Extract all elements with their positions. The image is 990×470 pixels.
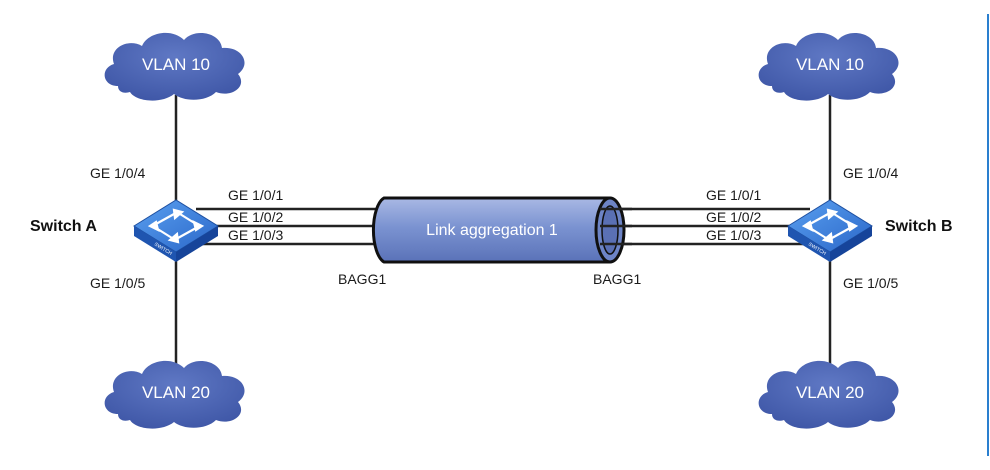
switch-b-bagg-label: BAGG1 [593,271,641,287]
cloud-b-vlan20-label: VLAN 20 [796,383,864,402]
cloud-a-vlan20-label: VLAN 20 [142,383,210,402]
cloud-b-vlan10: VLAN 10 [758,32,899,101]
cloud-a-vlan10-label: VLAN 10 [142,55,210,74]
cloud-a-vlan10: VLAN 10 [104,32,245,101]
cloud-b-vlan20: VLAN 20 [758,360,899,429]
switch-a-agg-port-1: GE 1/0/1 [228,187,283,203]
switch-a-agg-port-2: GE 1/0/2 [228,209,283,225]
cloud-b-vlan10-label: VLAN 10 [796,55,864,74]
switch-a-bagg-label: BAGG1 [338,271,386,287]
switch-b-port-vlan10: GE 1/0/4 [843,165,898,181]
switch-b-icon: SWITCH [787,199,873,262]
switch-b-port-vlan20: GE 1/0/5 [843,275,898,291]
link-aggregation-tube: Link aggregation 1 [371,196,632,264]
switch-a-agg-port-3: GE 1/0/3 [228,227,283,243]
link-aggregation-label: Link aggregation 1 [426,222,558,239]
switch-a-icon: SWITCH [133,199,219,262]
switch-b-agg-port-1: GE 1/0/1 [706,187,761,203]
switch-b-agg-port-3: GE 1/0/3 [706,227,761,243]
switch-b-agg-port-2: GE 1/0/2 [706,209,761,225]
switch-b-label: Switch B [885,218,953,235]
switch-a-label: Switch A [30,218,97,235]
switch-a-port-vlan20: GE 1/0/5 [90,275,145,291]
cloud-a-vlan20: VLAN 20 [104,360,245,429]
switch-a-port-vlan10: GE 1/0/4 [90,165,145,181]
